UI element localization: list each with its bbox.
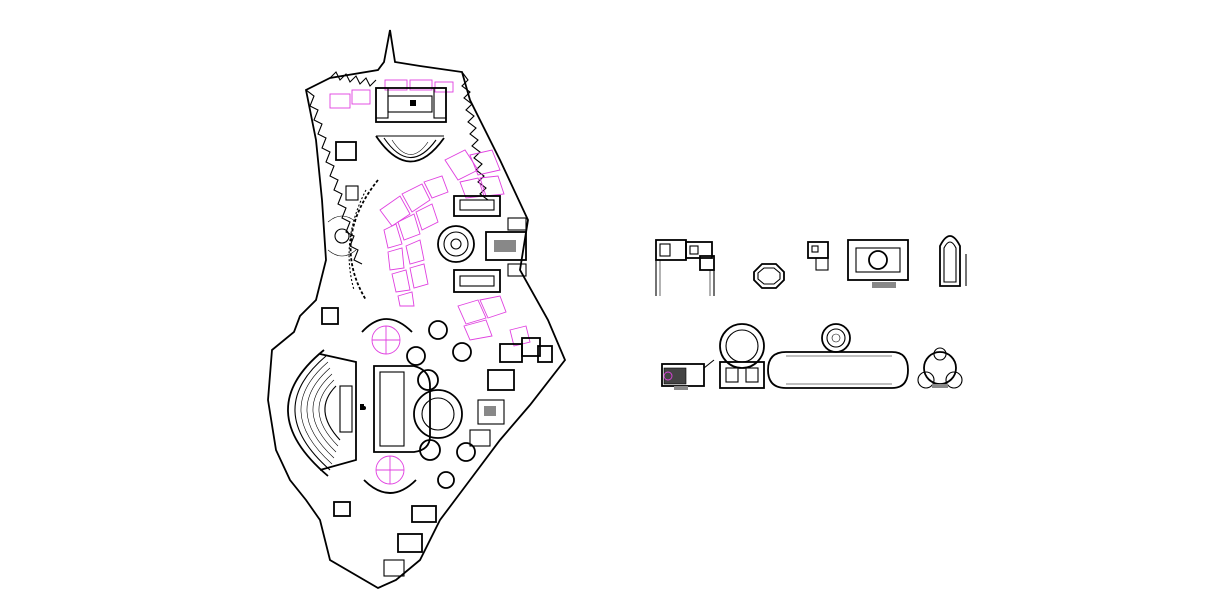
rotunda-chain xyxy=(406,320,476,489)
pink-lower-right-plots xyxy=(457,295,531,347)
small-building-3 xyxy=(321,307,339,325)
site-boundary xyxy=(267,29,567,590)
detail-plan-2 xyxy=(753,263,785,289)
site-dot xyxy=(362,406,366,410)
inner-colonnade xyxy=(348,189,367,291)
right-lower-blocks xyxy=(469,337,553,447)
top-exedra xyxy=(375,135,445,163)
sawtooth-edge-left xyxy=(305,89,363,265)
large-theatre xyxy=(287,349,364,477)
detail-plan-4 xyxy=(847,239,909,288)
detail-plan-8 xyxy=(767,323,909,389)
central-baths xyxy=(373,365,463,461)
rotunda-complex xyxy=(437,195,527,293)
exedra-lower xyxy=(363,479,417,494)
small-building-1 xyxy=(335,141,357,161)
lower-block-2 xyxy=(397,533,423,553)
round-temple-left xyxy=(327,215,357,257)
sawtooth-edge-right xyxy=(461,71,489,201)
pink-circle-plots xyxy=(371,325,405,485)
detail-plan-7 xyxy=(719,323,765,389)
lower-block-1 xyxy=(411,505,437,523)
detail-plan-5 xyxy=(939,235,967,287)
exedra-upper xyxy=(361,318,413,333)
central-colonnade xyxy=(349,179,379,301)
site-plan xyxy=(267,29,567,590)
lower-block-3 xyxy=(383,559,405,577)
detail-plan-3 xyxy=(807,241,829,271)
detail-plan-1 xyxy=(655,239,715,296)
detail-plan-9 xyxy=(917,347,963,389)
small-building-4 xyxy=(333,501,351,517)
detail-plans xyxy=(655,235,967,390)
top-palace xyxy=(375,87,447,123)
pink-top-plots xyxy=(329,79,454,109)
sawtooth-edge-top xyxy=(329,71,377,87)
small-building-2 xyxy=(345,185,359,201)
fan-plots xyxy=(379,175,449,307)
detail-plan-6 xyxy=(661,359,715,390)
